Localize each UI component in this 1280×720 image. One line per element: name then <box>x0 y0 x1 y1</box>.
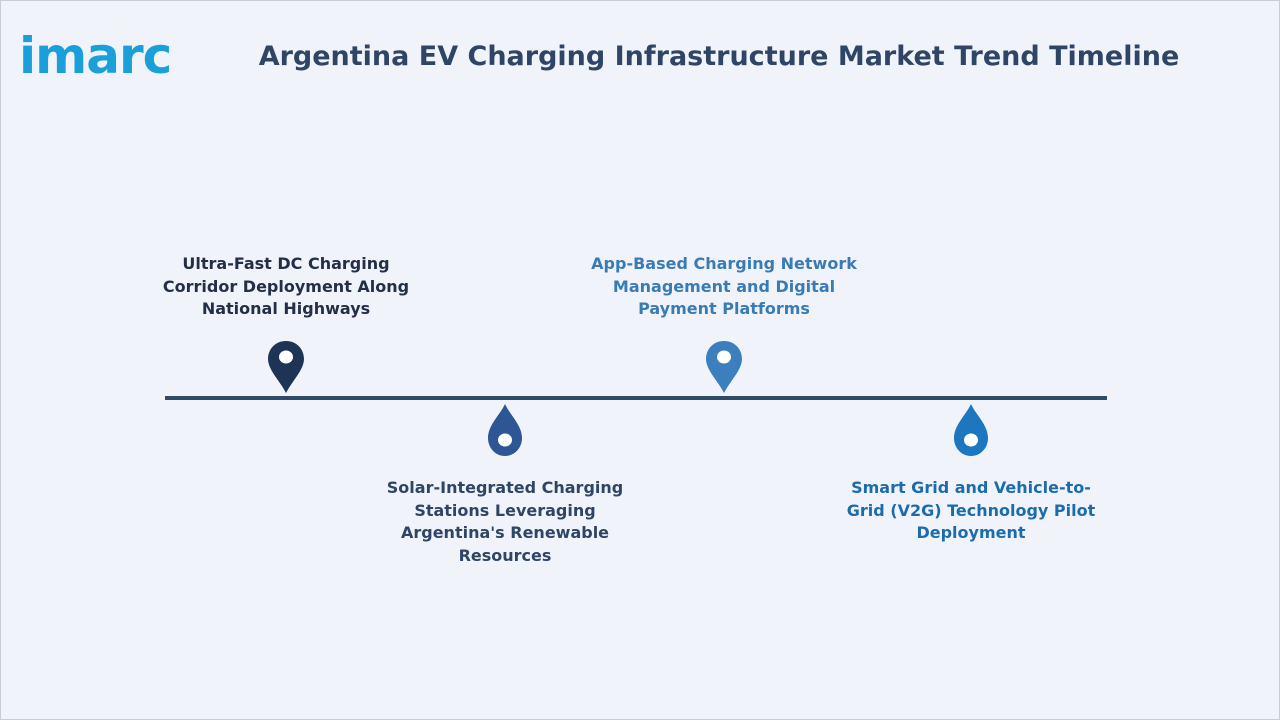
milestone-1-label: Ultra-Fast DC Charging Corridor Deployme… <box>162 254 410 318</box>
imarc-logo: imarc <box>19 15 209 85</box>
milestone-4-label: Smart Grid and Vehicle-to-Grid (V2G) Tec… <box>846 478 1096 542</box>
timeline-line <box>165 396 1107 400</box>
milestone-2-label: Solar-Integrated Charging Stations Lever… <box>386 478 624 565</box>
pin-4-shape <box>954 404 988 456</box>
location-pin-icon <box>704 339 744 395</box>
page-title: Argentina EV Charging Infrastructure Mar… <box>258 41 1180 72</box>
imarc-logo-mark: imarc <box>19 27 172 85</box>
location-pin-icon <box>266 339 306 395</box>
logo-text: imarc <box>19 27 171 85</box>
pin-3-shape <box>706 341 742 393</box>
milestone-3-label: App-Based Charging Network Management an… <box>591 254 857 318</box>
pin-1-shape <box>268 341 304 393</box>
drop-pin-icon <box>485 403 525 459</box>
drop-pin-icon <box>951 403 991 459</box>
pin-2-shape <box>488 404 522 456</box>
